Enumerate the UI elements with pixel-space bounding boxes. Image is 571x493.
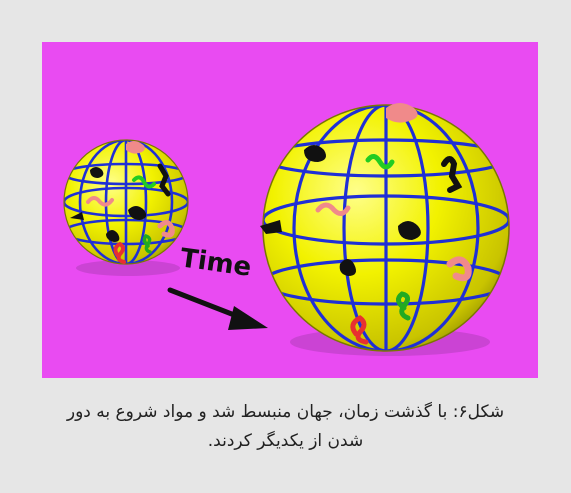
large-universe-sphere xyxy=(260,103,510,356)
expanding-universe-illustration: Time xyxy=(42,42,538,378)
figure-caption: شکل۶: با گذشت زمان، جهان منبسط شد و مواد… xyxy=(20,398,551,456)
caption-line-2: شدن از یکدیگر کردند. xyxy=(207,431,364,451)
time-label: Time xyxy=(178,243,253,283)
caption-line-1: شکل۶: با گذشت زمان، جهان منبسط شد و مواد… xyxy=(66,402,505,422)
time-arrow xyxy=(167,287,268,330)
small-universe-sphere xyxy=(63,139,189,276)
